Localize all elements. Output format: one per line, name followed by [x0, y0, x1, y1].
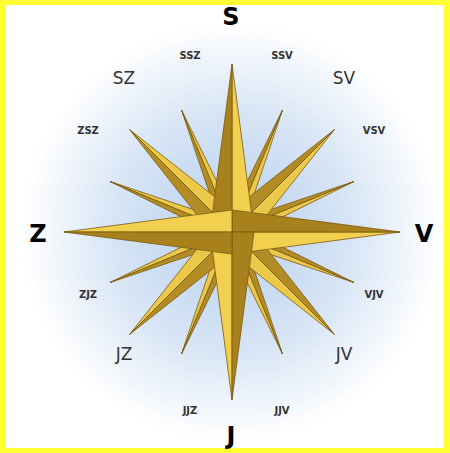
star-point: [232, 232, 254, 400]
direction-label: JZ: [116, 346, 133, 363]
direction-label: SV: [333, 70, 355, 87]
direction-label: J: [227, 424, 236, 448]
direction-label: JV: [336, 346, 353, 363]
direction-label: S: [222, 5, 239, 29]
blue-glow: [22, 22, 442, 442]
direction-label: Z: [29, 222, 46, 246]
star-point: [232, 232, 400, 254]
star-point: [210, 64, 232, 232]
star-point: [64, 232, 232, 254]
star-point: [232, 64, 254, 232]
direction-label: SSZ: [179, 51, 200, 61]
direction-label: SSV: [271, 51, 293, 61]
star-point: [210, 232, 232, 400]
direction-label: ZSZ: [77, 126, 99, 136]
direction-label: SZ: [113, 70, 135, 87]
star-point: [64, 210, 232, 232]
direction-label: VSV: [363, 126, 386, 136]
star-points: [64, 64, 400, 400]
yellow-frame: [3, 2, 447, 451]
direction-label: ZJZ: [79, 290, 97, 300]
direction-label: V: [415, 222, 434, 246]
direction-label: JJV: [274, 406, 289, 416]
direction-label: JJZ: [183, 406, 198, 416]
star-point: [232, 210, 400, 232]
direction-label: VJV: [364, 290, 383, 300]
